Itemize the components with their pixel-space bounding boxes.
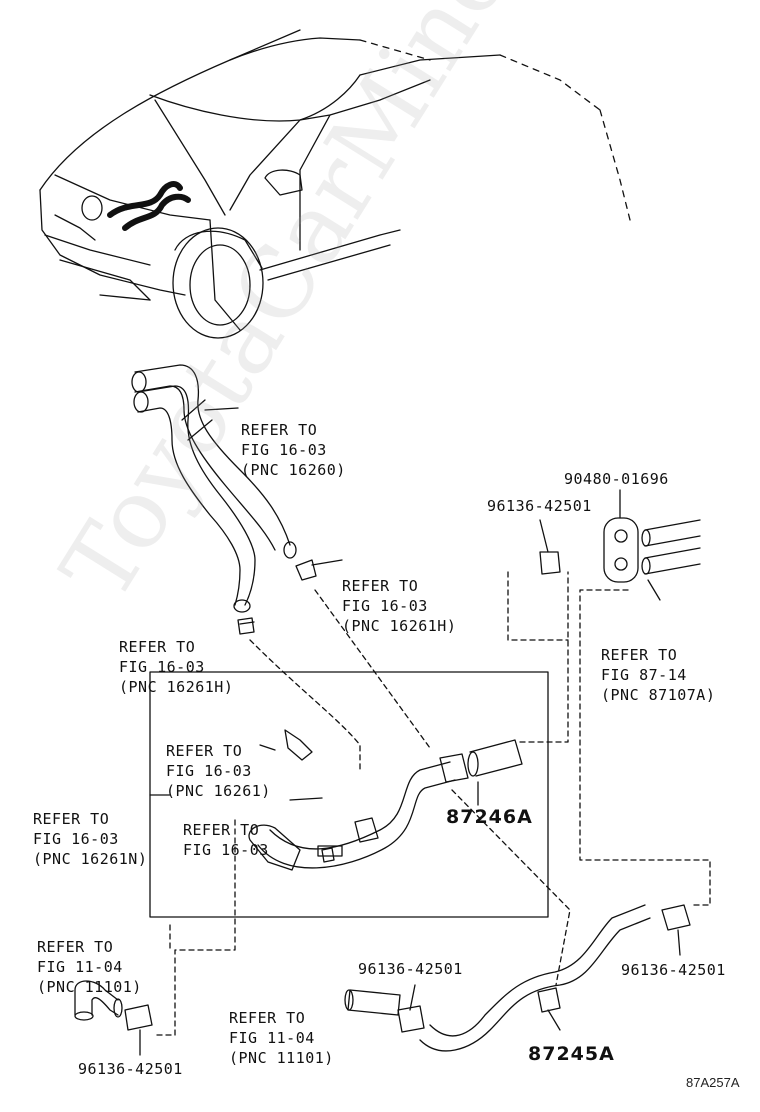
figure-id: 87A257A bbox=[686, 1075, 740, 1090]
hose-lower-middle bbox=[344, 989, 401, 1016]
hose-lower-left bbox=[74, 980, 123, 1021]
part-number-hose-87245a: 87245A bbox=[528, 1043, 615, 1065]
part-number-clip-mid: 96136-42501 bbox=[358, 960, 463, 978]
dashed-connections bbox=[154, 571, 711, 1036]
part-number-clip-top: 96136-42501 bbox=[487, 497, 592, 515]
part-number-hose-87246a: 87246A bbox=[446, 806, 533, 828]
hose-clamps bbox=[124, 551, 691, 1033]
leader-lines bbox=[139, 407, 681, 1056]
upper-heater-hoses bbox=[131, 364, 297, 613]
part-number-grommet: 90480-01696 bbox=[564, 470, 669, 488]
grommet bbox=[603, 517, 701, 583]
hose-87246a-assembly bbox=[248, 729, 523, 871]
part-number-clip-bottom-left: 96136-42501 bbox=[78, 1060, 183, 1078]
car-illustration bbox=[39, 29, 631, 339]
hose-87245a bbox=[419, 904, 651, 1052]
part-number-clip-right: 96136-42501 bbox=[621, 961, 726, 979]
